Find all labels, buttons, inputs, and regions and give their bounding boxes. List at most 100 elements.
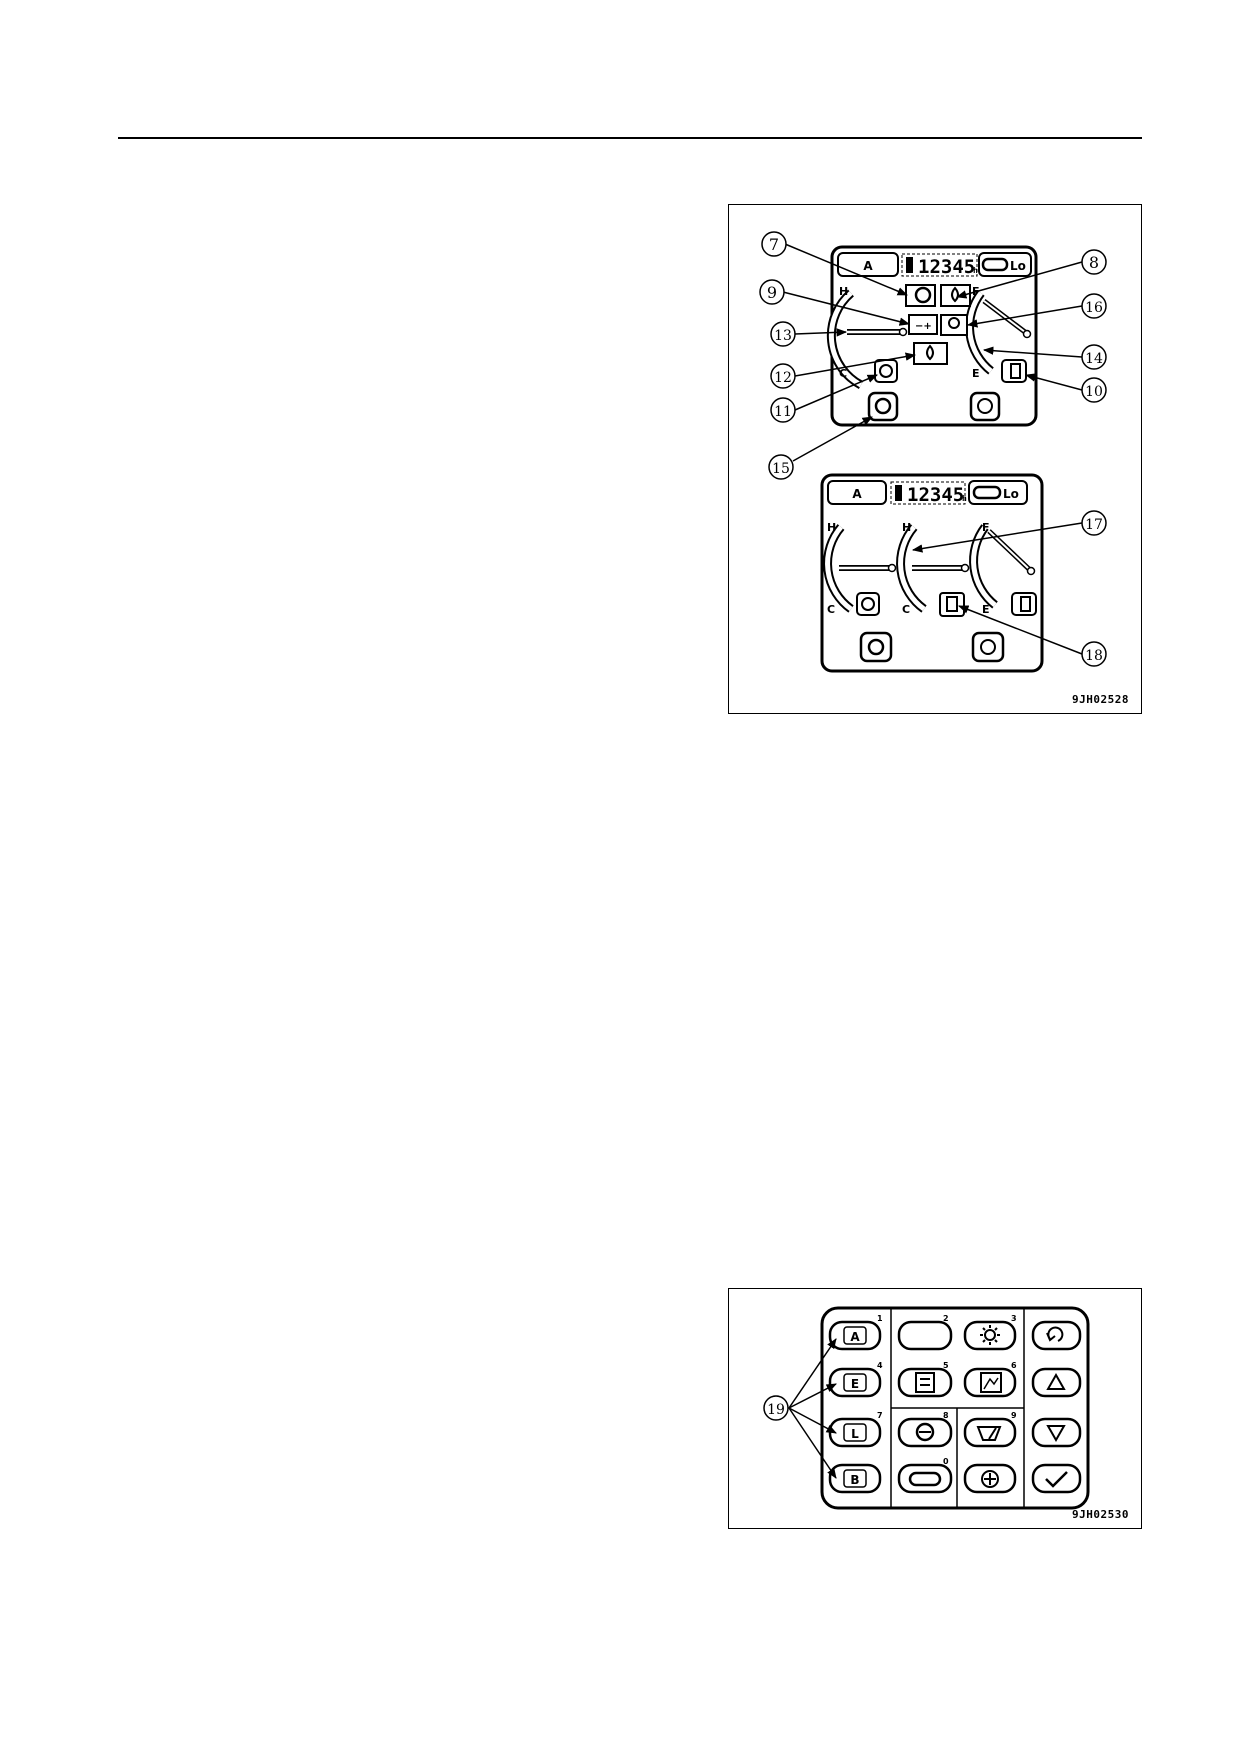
upper-callouts: 7 8 9 16 13 14 12 10 11 15 (759, 231, 1107, 480)
horn-switch-icon (971, 631, 1005, 663)
lower-monitor-panel: A 12345 h Lo H C (820, 473, 1044, 673)
gauge-hot-label: H (902, 521, 911, 534)
track-icon (908, 1471, 942, 1487)
button-label: B (850, 1473, 859, 1487)
lamp-switch-icon (859, 631, 893, 663)
track-icon (981, 257, 1009, 272)
button-number: 9 (1011, 1411, 1017, 1420)
header-rule (118, 137, 1142, 139)
hour-meter-unit: h (962, 494, 967, 503)
menu-button[interactable]: 5 (897, 1361, 953, 1398)
callout-18: 18 (1085, 648, 1103, 664)
callout-10: 10 (1085, 384, 1103, 400)
button-number: 6 (1011, 1361, 1017, 1370)
gauge-full-label: F (982, 521, 990, 534)
callout-15: 15 (772, 461, 790, 477)
button-label: L (851, 1427, 859, 1441)
sun-icon (984, 1329, 996, 1341)
washer-button[interactable] (963, 1463, 1017, 1494)
gauge-cold-label: C (827, 603, 835, 616)
mode-button-e[interactable]: E 4 (828, 1361, 883, 1398)
callout-19: 19 (767, 1402, 785, 1418)
travel-speed-button[interactable]: 0 (897, 1457, 953, 1494)
hour-meter-box (890, 481, 966, 505)
hour-meter-value: 12345 (918, 256, 975, 278)
mode-label: A (863, 259, 873, 273)
hydraulic-oil-temp-gauge: H C (896, 521, 970, 617)
hour-meter-unit: h (973, 266, 978, 275)
gauge-hot-label: H (839, 285, 848, 298)
washer-icon (981, 1470, 999, 1488)
gauge-cold-label: C (902, 603, 910, 616)
down-button[interactable] (1031, 1417, 1082, 1448)
maintenance-icon (980, 1372, 1002, 1393)
hourglass-icon (906, 257, 913, 273)
button-number: 0 (943, 1457, 949, 1466)
coolant-temp-gauge: H C (823, 521, 897, 616)
lamp-switch-icon (867, 391, 899, 422)
wiper-button[interactable]: 9 (963, 1411, 1017, 1448)
mode-button-b[interactable]: B (828, 1463, 882, 1494)
checkmark-icon (1045, 1471, 1068, 1488)
mode-display-box (837, 252, 899, 277)
button-label: A (850, 1330, 860, 1344)
track-icon (972, 485, 1002, 500)
callout-8: 8 (1089, 253, 1099, 272)
mode-label: A (852, 487, 862, 501)
gauge-cold-label: C (839, 367, 847, 380)
engine-coolant-icon (856, 592, 880, 616)
triangle-down-icon (1046, 1425, 1066, 1443)
button-number: 5 (943, 1361, 949, 1370)
button-number: 3 (1011, 1314, 1017, 1323)
button-number: 2 (943, 1314, 949, 1323)
up-button[interactable] (1031, 1367, 1082, 1398)
figure-code: 9JH02528 (1072, 693, 1129, 706)
wiper-icon (976, 1426, 1002, 1441)
gauge-hot-label: H (827, 521, 836, 534)
upper-monitor-panel: A 12345 h Lo H C (826, 245, 1038, 427)
gauge-empty-label: E (972, 367, 980, 380)
mode-button-a[interactable]: A 1 (828, 1314, 883, 1351)
maintenance-button[interactable]: 6 (963, 1361, 1017, 1398)
callout-19-group: 19 (763, 1338, 837, 1479)
button-label: E (851, 1377, 859, 1391)
back-button[interactable] (1031, 1320, 1082, 1351)
hour-meter-box (901, 253, 978, 277)
switch-panel-figure: A 1 E 4 L 7 B 2 (728, 1288, 1142, 1529)
button-number: 8 (943, 1411, 949, 1420)
work-light-button[interactable]: 8 (897, 1411, 953, 1448)
coolant-temp-gauge: H C (826, 285, 908, 389)
hourglass-icon (895, 485, 902, 501)
oil-level-icon (940, 284, 971, 307)
horn-switch-icon (969, 391, 1001, 422)
callout-13: 13 (774, 328, 792, 344)
callout-11: 11 (774, 404, 792, 420)
callout-7: 7 (769, 235, 779, 254)
callout-14: 14 (1085, 351, 1103, 367)
callout-17: 17 (1085, 517, 1103, 533)
blank-button[interactable]: 2 (897, 1314, 953, 1351)
button-number: 1 (877, 1314, 883, 1323)
monitor-display-diagram: A 12345 h Lo H C (759, 231, 1107, 673)
list-icon (915, 1372, 935, 1393)
monitor-display-figure: A 12345 h Lo H C (728, 204, 1142, 714)
brightness-button[interactable]: 3 (963, 1314, 1017, 1351)
engine-coolant-icon (874, 359, 898, 383)
callout-9: 9 (767, 283, 777, 302)
button-number: 7 (877, 1411, 883, 1420)
switch-panel-diagram: A 1 E 4 L 7 B 2 (763, 1306, 1090, 1510)
callout-12: 12 (774, 370, 792, 386)
figure-code: 9JH02530 (1072, 1508, 1129, 1521)
gauge-empty-label: E (982, 603, 990, 616)
speed-label: Lo (1010, 259, 1026, 273)
speed-label: Lo (1003, 487, 1019, 501)
svg-text:−+: −+ (915, 321, 932, 332)
callout-16: 16 (1085, 300, 1103, 316)
button-number: 4 (877, 1361, 883, 1370)
mode-display-box (827, 480, 887, 505)
lamp-icon (915, 1422, 935, 1442)
triangle-up-icon (1046, 1372, 1066, 1390)
hour-meter-value: 12345 (907, 484, 964, 506)
enter-button[interactable] (1031, 1463, 1082, 1494)
lower-callouts: 17 18 (911, 510, 1107, 667)
